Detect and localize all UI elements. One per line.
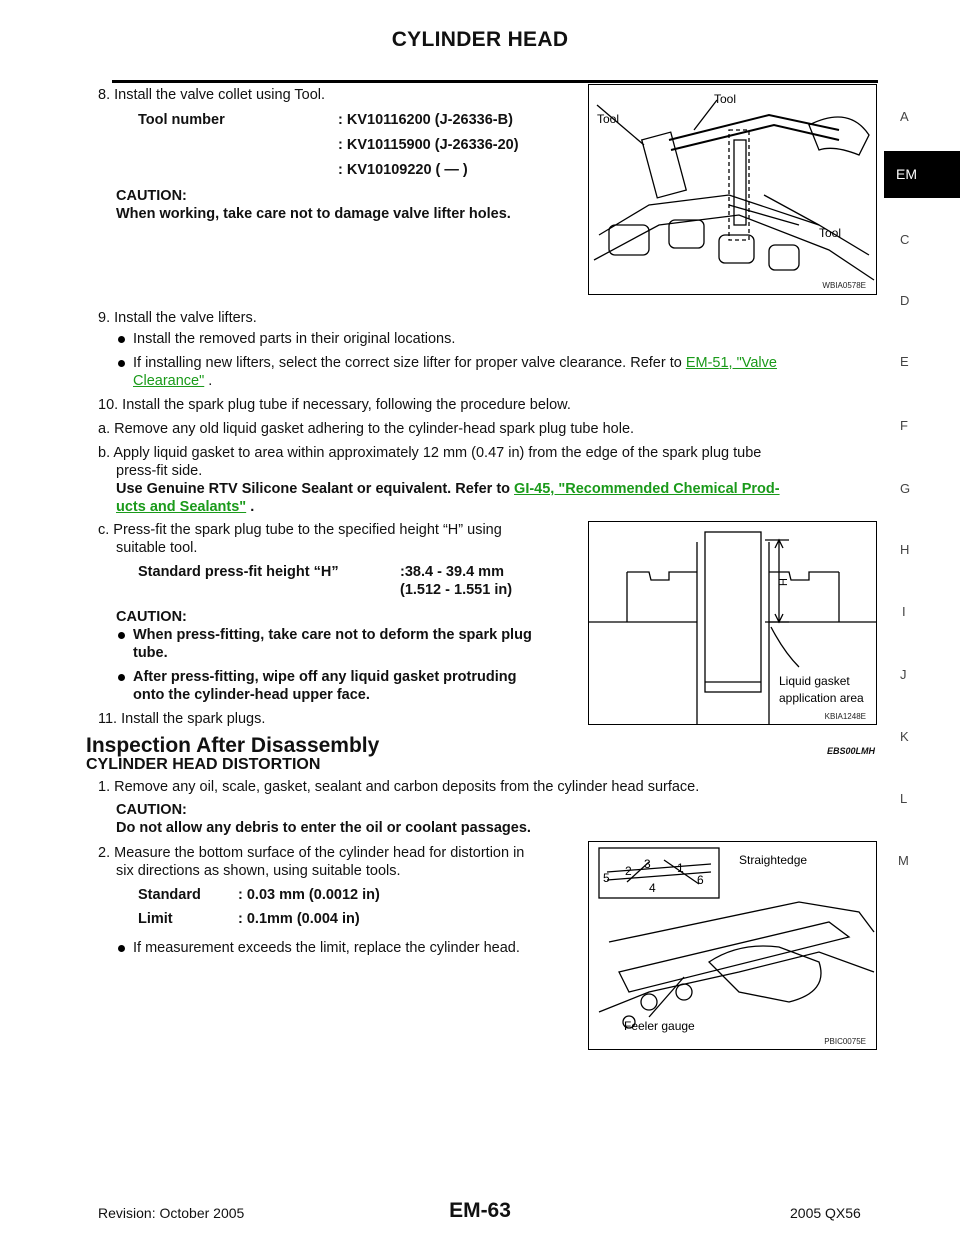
direction-1: 1 xyxy=(677,861,684,875)
distortion-step-2b: six directions as shown, using suitable … xyxy=(116,863,401,879)
label-height-h: H xyxy=(778,578,790,586)
side-tab-em[interactable]: EM xyxy=(884,151,960,198)
caution-1a: When press-fitting, take care not to def… xyxy=(133,627,532,643)
side-letter-f[interactable]: F xyxy=(900,418,908,433)
caution-1b: tube. xyxy=(133,645,168,661)
bullet xyxy=(118,336,125,343)
page-number: EM-63 xyxy=(449,1199,511,1222)
page-title: CYLINDER HEAD xyxy=(391,28,569,51)
step-9-bullet-1: Install the removed parts in their origi… xyxy=(133,331,456,347)
std-press-fit-label: Standard press-fit height “H” xyxy=(138,564,339,580)
footer-revision: Revision: October 2005 xyxy=(98,1205,245,1221)
step-9: 9. Install the valve lifters. xyxy=(98,310,257,326)
caution-title: CAUTION: xyxy=(116,609,187,625)
tool-label-1: Tool xyxy=(597,112,619,126)
caution-text: Do not allow any debris to enter the oil… xyxy=(116,820,531,836)
step-10-b-3: Use Genuine RTV Silicone Sealant or equi… xyxy=(116,481,780,497)
step-10-c-2: suitable tool. xyxy=(116,540,198,556)
caution-title: CAUTION: xyxy=(116,188,187,204)
link-valve-clearance[interactable]: EM-51, "Valve xyxy=(685,355,777,371)
std-press-fit-value-2: (1.512 - 1.551 in) xyxy=(400,582,513,598)
limit-value: : 0.1mm (0.004 in) xyxy=(238,911,360,927)
tool-number-3: : KV10109220 ( — ) xyxy=(338,162,468,178)
side-letter-e[interactable]: E xyxy=(900,354,909,369)
side-letter-m[interactable]: M xyxy=(898,853,909,868)
side-letter-l[interactable]: L xyxy=(900,791,908,806)
label-straightedge: Straightedge xyxy=(739,853,807,867)
direction-3: 3 xyxy=(644,857,651,871)
straightedge-illustration: 3 2 1 5 6 4 Straightedge Feeler gauge xyxy=(598,847,875,1033)
distortion-bullet: If measurement exceeds the limit, replac… xyxy=(133,940,520,956)
side-letter-a[interactable]: A xyxy=(900,109,909,124)
tool-number-2: : KV10115900 (J-26336-20) xyxy=(338,137,519,153)
footer-model: 2005 QX56 xyxy=(790,1205,861,1221)
limit-label: Limit xyxy=(138,911,173,927)
distortion-step-2a: 2. Measure the bottom surface of the cyl… xyxy=(98,845,525,861)
side-letter-d[interactable]: D xyxy=(900,293,910,308)
step-10: 10. Install the spark plug tube if neces… xyxy=(98,397,571,413)
step-10-b-4: ucts and Sealants" . xyxy=(116,499,255,515)
direction-6: 6 xyxy=(697,873,704,887)
caution-text: When working, take care not to damage va… xyxy=(116,206,511,222)
tool-label-2: Tool xyxy=(714,92,736,106)
tool-number-1: : KV10116200 (J-26336-B) xyxy=(338,112,513,128)
step-10-b-2: press-fit side. xyxy=(116,463,203,479)
label-feeler-gauge: Feeler gauge xyxy=(624,1019,695,1033)
direction-5: 5 xyxy=(603,871,610,885)
caution-2b: onto the cylinder-head upper face. xyxy=(133,687,370,703)
bullet xyxy=(118,360,125,367)
step-11: 11. Install the spark plugs. xyxy=(98,711,266,727)
step-10-b-1: b. Apply liquid gasket to area within ap… xyxy=(98,445,762,461)
side-letter-j[interactable]: J xyxy=(900,667,907,682)
link-valve-clearance-cont[interactable]: Clearance" xyxy=(133,373,205,389)
bullet xyxy=(118,632,125,639)
label-liquid-gasket: Liquid gasket xyxy=(779,674,850,688)
caution-title: CAUTION: xyxy=(116,802,187,818)
step-10-a: a. Remove any old liquid gasket adhering… xyxy=(98,421,635,437)
figure-id: KBIA1248E xyxy=(824,712,866,721)
caution-2a: After press-fitting, wipe off any liquid… xyxy=(133,669,517,685)
side-letter-h[interactable]: H xyxy=(900,542,910,557)
distortion-step-1: 1. Remove any oil, scale, gasket, sealan… xyxy=(98,779,700,795)
valve-collet-tool-illustration: Tool Tool Tool xyxy=(593,92,875,281)
tool-label-3: Tool xyxy=(819,226,841,240)
section-code: EBS00LMH xyxy=(827,746,876,756)
side-letter-c[interactable]: C xyxy=(900,232,910,247)
direction-2: 2 xyxy=(625,864,632,878)
side-letter-i[interactable]: I xyxy=(902,604,906,619)
tool-number-label: Tool number xyxy=(138,112,225,128)
standard-value: : 0.03 mm (0.0012 in) xyxy=(238,887,380,903)
step-8: 8. Install the valve collet using Tool. xyxy=(98,87,326,103)
label-application-area: application area xyxy=(779,691,864,705)
link-chemical-products-cont[interactable]: ucts and Sealants" xyxy=(116,499,247,515)
step-10-c-1: c. Press-fit the spark plug tube to the … xyxy=(98,522,502,538)
spark-plug-tube-illustration: H Liquid gasket application area xyxy=(589,531,876,724)
figure-id: WBIA0578E xyxy=(822,281,866,290)
standard-label: Standard xyxy=(138,887,201,903)
bullet xyxy=(118,945,125,952)
figure-straightedge: 3 2 1 5 6 4 Straightedge Feeler gauge PB… xyxy=(588,841,877,1050)
link-chemical-products[interactable]: GI-45, "Recommended Chemical Prod- xyxy=(514,481,780,497)
header-rule xyxy=(112,80,878,83)
side-letter-k[interactable]: K xyxy=(900,729,909,744)
figure-spark-plug-tube: H Liquid gasket application area KBIA124… xyxy=(588,521,877,725)
subsection-title: CYLINDER HEAD DISTORTION xyxy=(86,756,321,773)
bullet xyxy=(118,674,125,681)
section-title: Inspection After Disassembly xyxy=(86,734,380,757)
direction-4: 4 xyxy=(649,881,656,895)
figure-valve-collet-tool: Tool Tool Tool WBIA0578E xyxy=(588,84,877,295)
side-letter-g[interactable]: G xyxy=(900,481,911,496)
step-9-bullet-2-cont: Clearance" . xyxy=(133,373,213,389)
figure-id: PBIC0075E xyxy=(824,1037,866,1046)
std-press-fit-value-1: :38.4 - 39.4 mm xyxy=(400,564,504,580)
step-9-bullet-2: If installing new lifters, select the co… xyxy=(133,355,777,371)
